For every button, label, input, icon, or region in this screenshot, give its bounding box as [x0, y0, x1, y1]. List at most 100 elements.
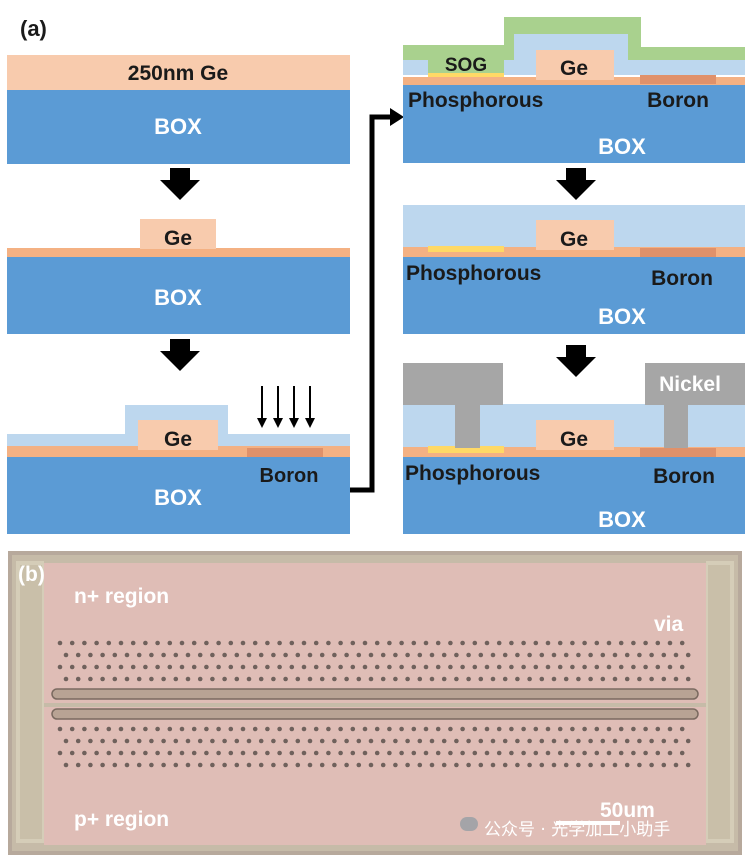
- via-dot: [387, 726, 392, 732]
- via-dot: [130, 726, 136, 732]
- thin-ge-layer: [403, 77, 745, 85]
- via-dot: [484, 664, 490, 670]
- box-label: BOX: [154, 485, 202, 510]
- via-dot: [576, 652, 581, 658]
- via-dot: [472, 640, 478, 646]
- via-dot: [356, 652, 362, 658]
- via-dot: [216, 726, 221, 732]
- via-dot: [63, 676, 69, 682]
- box-layer: [7, 257, 350, 334]
- via-dot: [82, 664, 87, 670]
- via-dot: [399, 640, 404, 646]
- via-dot: [69, 726, 75, 732]
- via-dot: [679, 664, 685, 670]
- connector-arrow-icon: [350, 108, 404, 493]
- via-dot: [179, 726, 185, 732]
- n-plus-pad: [44, 563, 706, 703]
- via-dot: [246, 738, 252, 744]
- via-dot: [106, 664, 112, 670]
- box-label: BOX: [154, 114, 202, 139]
- via-dot: [173, 762, 179, 768]
- via-dot: [521, 750, 526, 756]
- via-dot: [75, 676, 81, 682]
- via-dot: [271, 738, 276, 744]
- via-dot: [319, 676, 325, 682]
- via-dot: [319, 762, 325, 768]
- via-dot: [441, 652, 447, 658]
- via-dot: [393, 652, 398, 658]
- via-dot: [631, 640, 636, 646]
- via-dot: [643, 640, 648, 646]
- ge-stripe-lower-edge: [51, 708, 699, 720]
- via-dot: [509, 640, 514, 646]
- via-dot: [423, 726, 429, 732]
- via-dot: [94, 664, 99, 670]
- down-arrow-icon: [160, 339, 200, 371]
- via-dot: [57, 640, 63, 646]
- via-dot: [649, 676, 654, 682]
- process-flow-diagram: (a) 250nm Ge BOX Ge BOX Ge Boron BOX: [7, 16, 745, 534]
- via-dot: [515, 652, 520, 658]
- via-dot: [606, 750, 612, 756]
- via-dot: [136, 762, 142, 768]
- ge-mesa: [536, 220, 614, 250]
- implant-arrows-icon: [257, 386, 315, 428]
- via-dot: [624, 652, 630, 658]
- via-dot: [356, 738, 362, 744]
- via-dot: [295, 762, 301, 768]
- via-dot: [228, 750, 234, 756]
- nickel-pad-right: [645, 363, 745, 405]
- scale-label: 50um: [600, 799, 655, 822]
- via-dot: [246, 762, 252, 768]
- via-dot: [69, 750, 75, 756]
- box-label: BOX: [598, 507, 646, 532]
- via-dot: [149, 652, 154, 658]
- via-dot: [277, 726, 282, 732]
- via-dot: [179, 640, 185, 646]
- via-dot: [606, 726, 612, 732]
- box-label: BOX: [154, 285, 202, 310]
- boron-label: Boron: [651, 267, 713, 290]
- via-dot: [679, 726, 685, 732]
- thin-ge-layer: [7, 248, 350, 257]
- via-dot: [441, 676, 447, 682]
- via-dot: [136, 676, 142, 682]
- via-dot: [594, 664, 600, 670]
- via-dot: [405, 738, 410, 744]
- via-dot: [570, 750, 575, 756]
- via-dot: [124, 652, 130, 658]
- via-dot: [655, 664, 661, 670]
- via-dot: [374, 664, 380, 670]
- via-dot: [551, 676, 557, 682]
- via-dot: [222, 738, 227, 744]
- via-dot: [600, 762, 606, 768]
- via-dot: [563, 652, 569, 658]
- via-dot: [204, 640, 209, 646]
- via-dot: [685, 652, 691, 658]
- thin-ge-layer: [403, 447, 745, 457]
- via-dot: [448, 664, 453, 670]
- via-dot: [515, 762, 520, 768]
- boron-region: [640, 75, 716, 84]
- via-dot: [624, 738, 630, 744]
- via-dot: [557, 640, 563, 646]
- via-dot: [435, 640, 441, 646]
- via-dot: [124, 762, 130, 768]
- via-dot: [75, 652, 81, 658]
- via-dot: [380, 676, 386, 682]
- via-dot: [63, 762, 69, 768]
- via-dot: [502, 676, 508, 682]
- via-dot: [637, 652, 642, 658]
- via-dot: [490, 738, 496, 744]
- via-dot: [533, 726, 539, 732]
- via-dot: [252, 750, 258, 756]
- via-dot: [496, 664, 502, 670]
- via-dot: [502, 652, 508, 658]
- via-dot: [252, 664, 258, 670]
- via-dot: [673, 676, 679, 682]
- via-dot: [161, 652, 166, 658]
- via-dot: [539, 652, 545, 658]
- via-dot: [368, 762, 374, 768]
- wechat-icon: [460, 817, 478, 831]
- via-dot: [441, 762, 447, 768]
